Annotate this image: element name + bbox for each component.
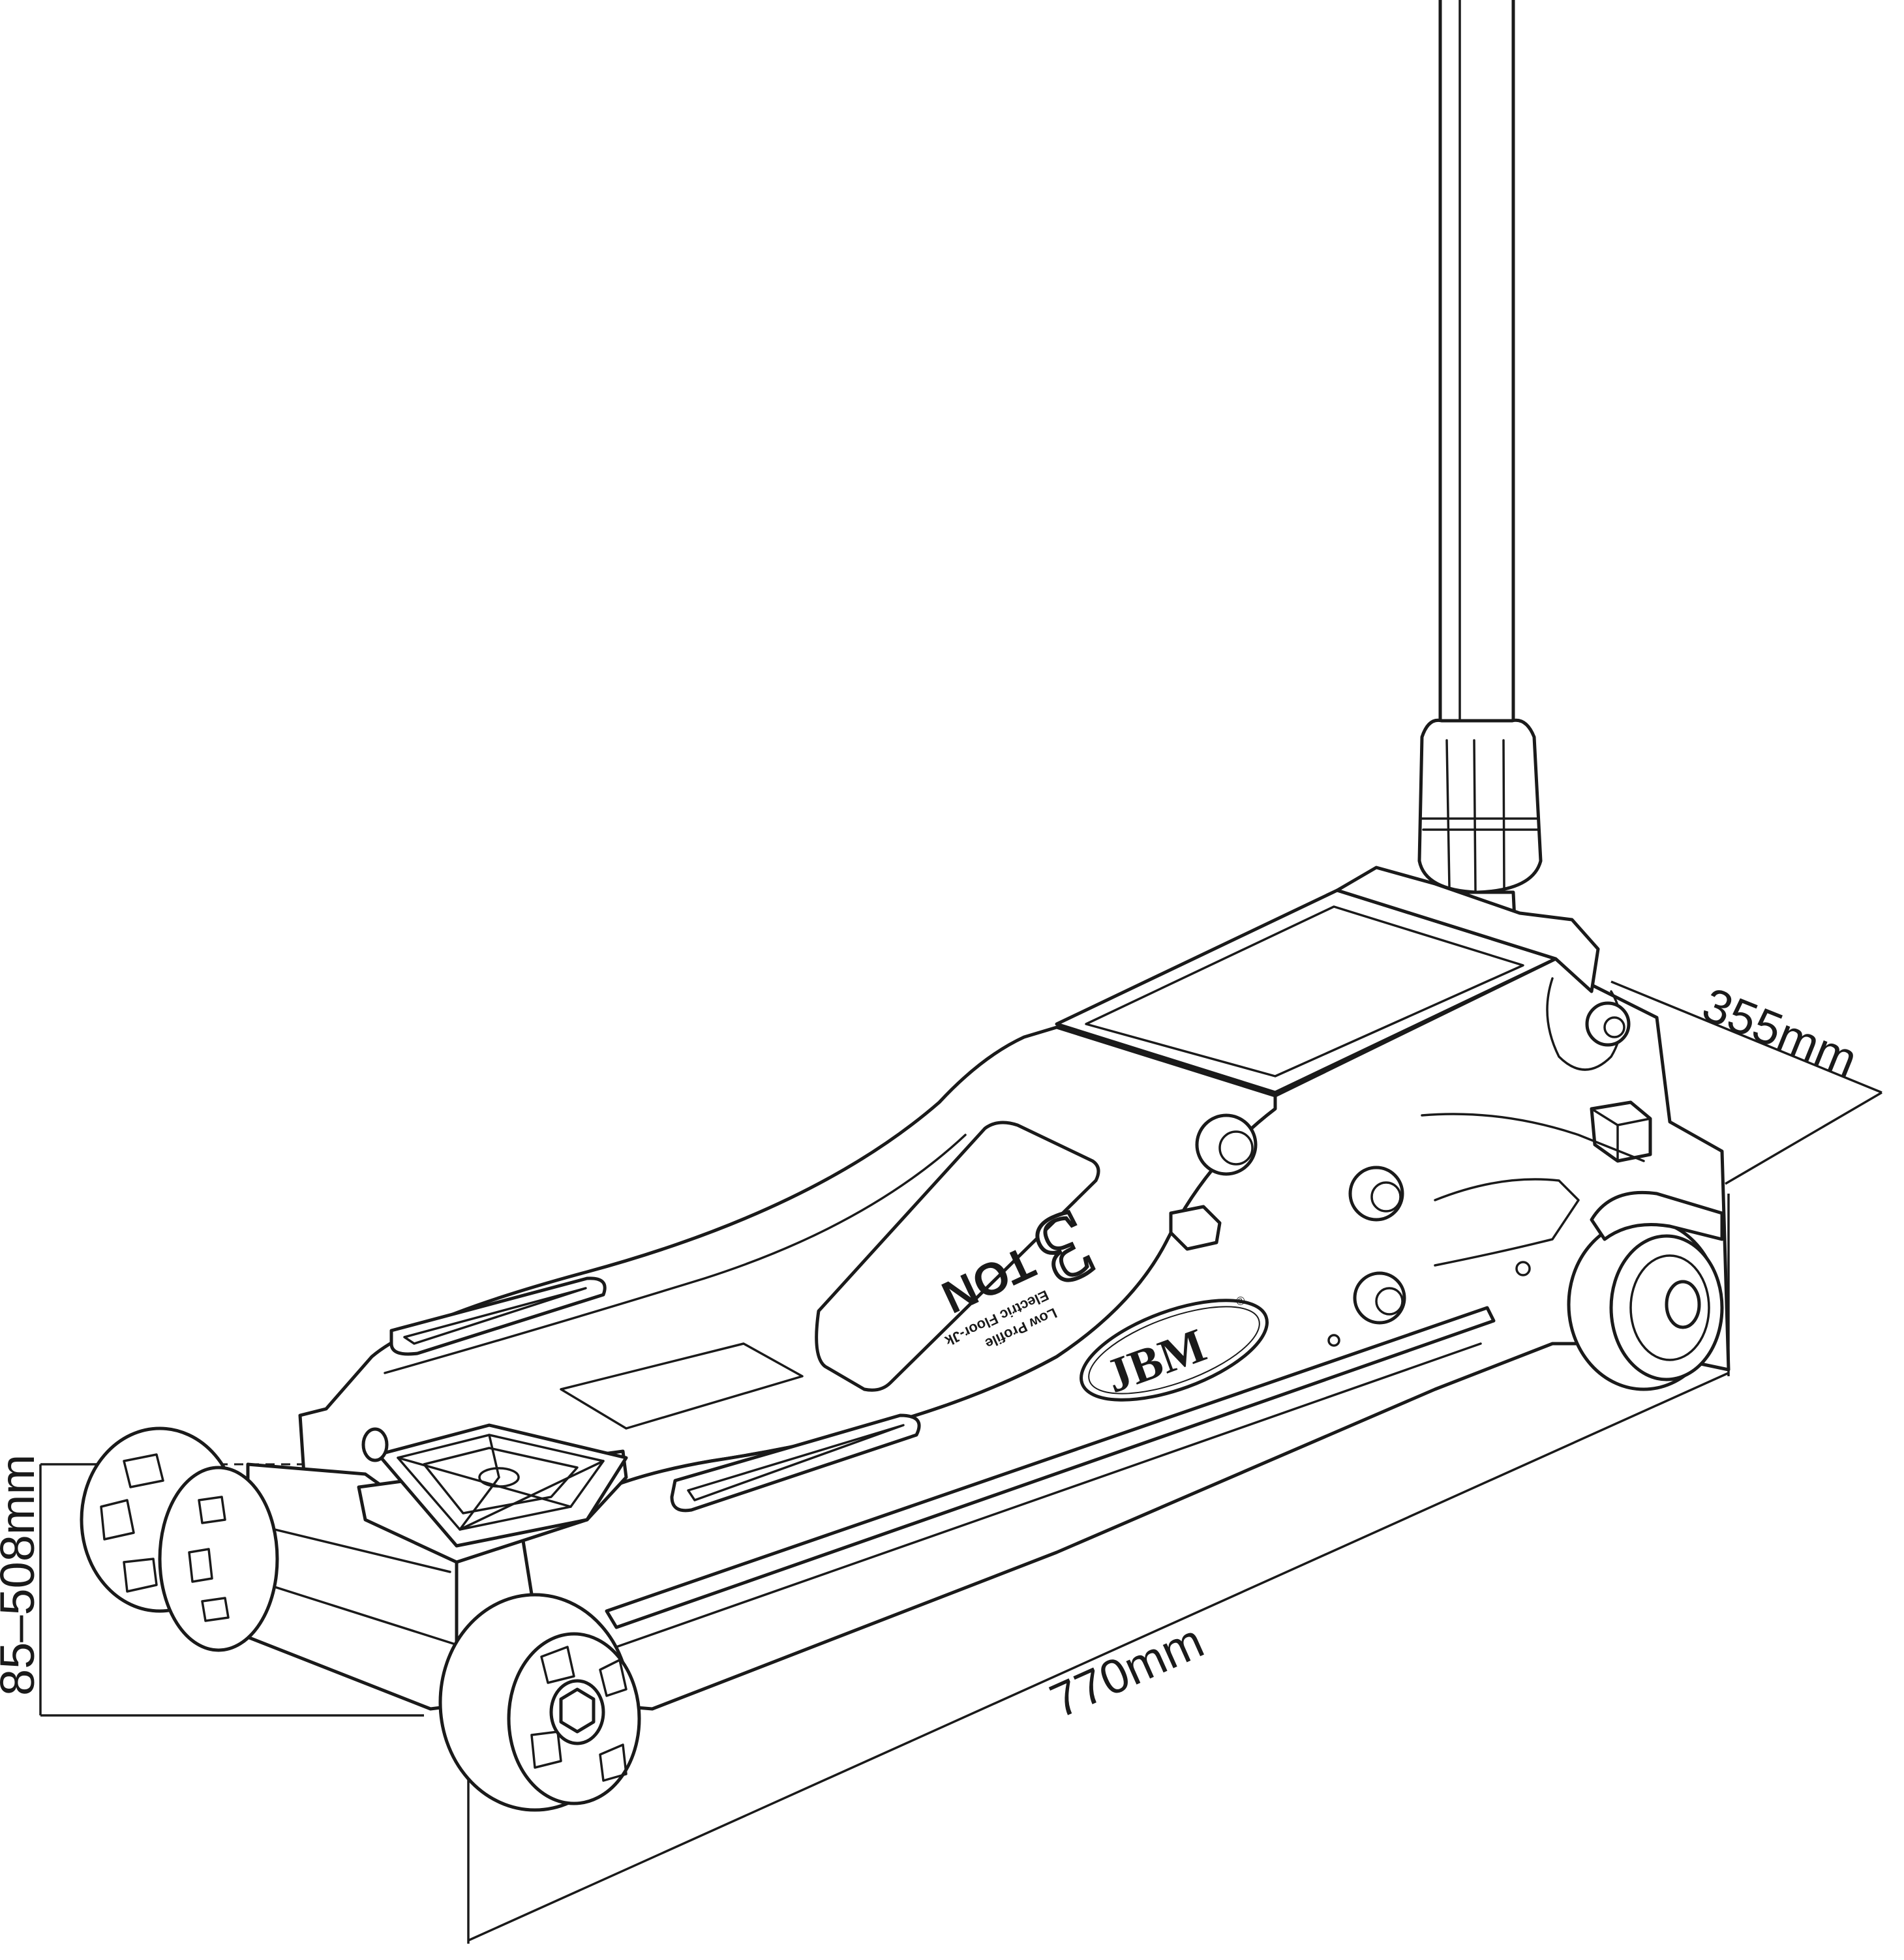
side-rivet <box>1515 1261 1531 1276</box>
side-rail-lower-edge <box>615 1342 1482 1648</box>
rear-wheel-bracket <box>1590 1190 1724 1241</box>
width-dimension-line <box>1725 1091 1882 1185</box>
logo-ellipse-inner <box>1088 1306 1260 1395</box>
saddle-pad-ring <box>423 1447 579 1515</box>
capacity-plate <box>815 1121 1100 1392</box>
saddle-pad-inner <box>397 1434 605 1531</box>
front-right-axle-nut <box>559 1687 596 1734</box>
pump-reservoir-edge <box>1434 1178 1580 1267</box>
length-dimension-label: 770mm <box>1042 1613 1211 1728</box>
front-lift-block-edges <box>247 1522 455 1645</box>
pump-top-bracket <box>1335 866 1600 993</box>
release-valve-bolt <box>1585 1001 1631 1047</box>
hex-nut-mid <box>1169 1205 1222 1251</box>
front-right-wheel <box>438 1593 641 1812</box>
handle-socket-ring <box>1421 817 1539 831</box>
arm-pocket-right-inner <box>687 1424 905 1501</box>
height-dimension-label: 85–508mm <box>0 1455 44 1696</box>
saddle <box>357 1423 628 1564</box>
pump-housing <box>1335 866 1652 1267</box>
front-left-wheel-rim <box>158 1466 279 1652</box>
hex-nut-top-edges <box>1590 1108 1652 1162</box>
side-bolt-upper <box>1348 1166 1404 1222</box>
pump-body-edge <box>1421 1113 1645 1162</box>
width-extension-line-top <box>1610 980 1882 1094</box>
side-bolt-lower-inner <box>1375 1287 1404 1316</box>
rear-wheel <box>1567 1190 1724 1391</box>
side-rail <box>605 1306 1496 1629</box>
width-dimension-label: 355mm <box>1695 977 1865 1087</box>
arm-pocket-left-inner <box>403 1287 587 1345</box>
saddle-grip-lines <box>397 1434 605 1531</box>
frame-bolts <box>1169 1113 1531 1347</box>
side-bolt-lower <box>1353 1271 1406 1325</box>
side-bolt-upper-inner <box>1370 1181 1402 1213</box>
pivot-bolt-upper <box>1195 1113 1258 1176</box>
rear-wheel-rim <box>1629 1254 1710 1361</box>
front-left-wheel-outer <box>158 1466 279 1652</box>
center-cutout <box>560 1342 804 1430</box>
logo-registered-mark: ® <box>1234 1293 1247 1308</box>
side-rivet <box>1327 1334 1340 1347</box>
rear-wheel-hub <box>1665 1280 1701 1329</box>
handle <box>1417 0 1543 942</box>
front-right-tread <box>530 1646 627 1782</box>
handle-socket <box>1417 718 1543 894</box>
top-cover-inset <box>1085 905 1524 1078</box>
pivot-bolt-upper-inner <box>1218 1130 1254 1166</box>
handle-tube <box>1438 0 1515 736</box>
length-dimension-line <box>468 1372 1729 1942</box>
saddle-side-pin <box>361 1427 389 1462</box>
lift-arm-inner-edge <box>384 1134 967 1374</box>
release-valve-bolt-head <box>1603 1016 1625 1038</box>
handle-socket-grip-lines <box>1445 739 1505 892</box>
jack-body <box>246 957 1730 1711</box>
front-left-rim-tread <box>188 1496 230 1622</box>
front-left-tread <box>100 1453 164 1593</box>
